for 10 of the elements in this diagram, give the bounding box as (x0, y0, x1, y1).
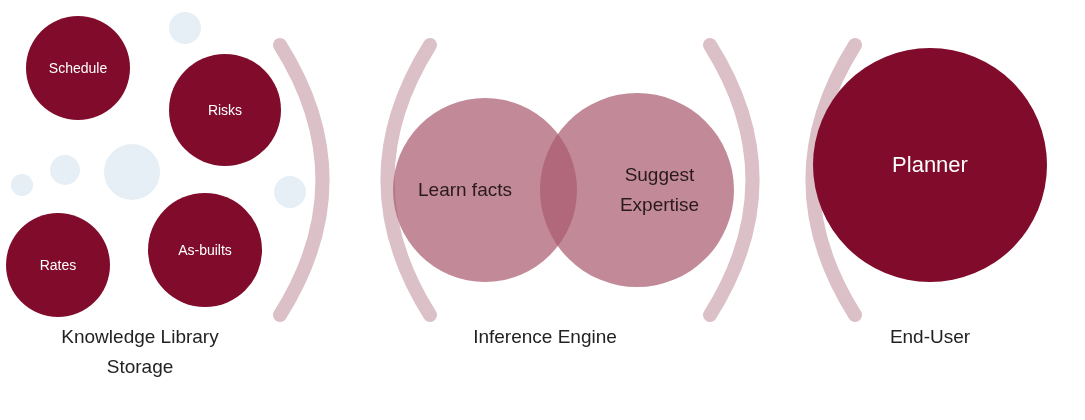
circle-label: Risks (207, 100, 243, 120)
circle-label: As-builts (178, 240, 232, 260)
circle-label: Learn facts (417, 177, 513, 202)
column-caption: End-User (888, 325, 972, 349)
circle-label: Planner (892, 151, 968, 180)
column-caption: Knowledge Library Storage (60, 325, 220, 379)
circle-label: Rates (39, 255, 77, 275)
column-caption: Inference Engine (472, 325, 618, 349)
circle-label: Suggest Expertise (618, 162, 701, 217)
circle-label: Schedule (48, 58, 108, 78)
